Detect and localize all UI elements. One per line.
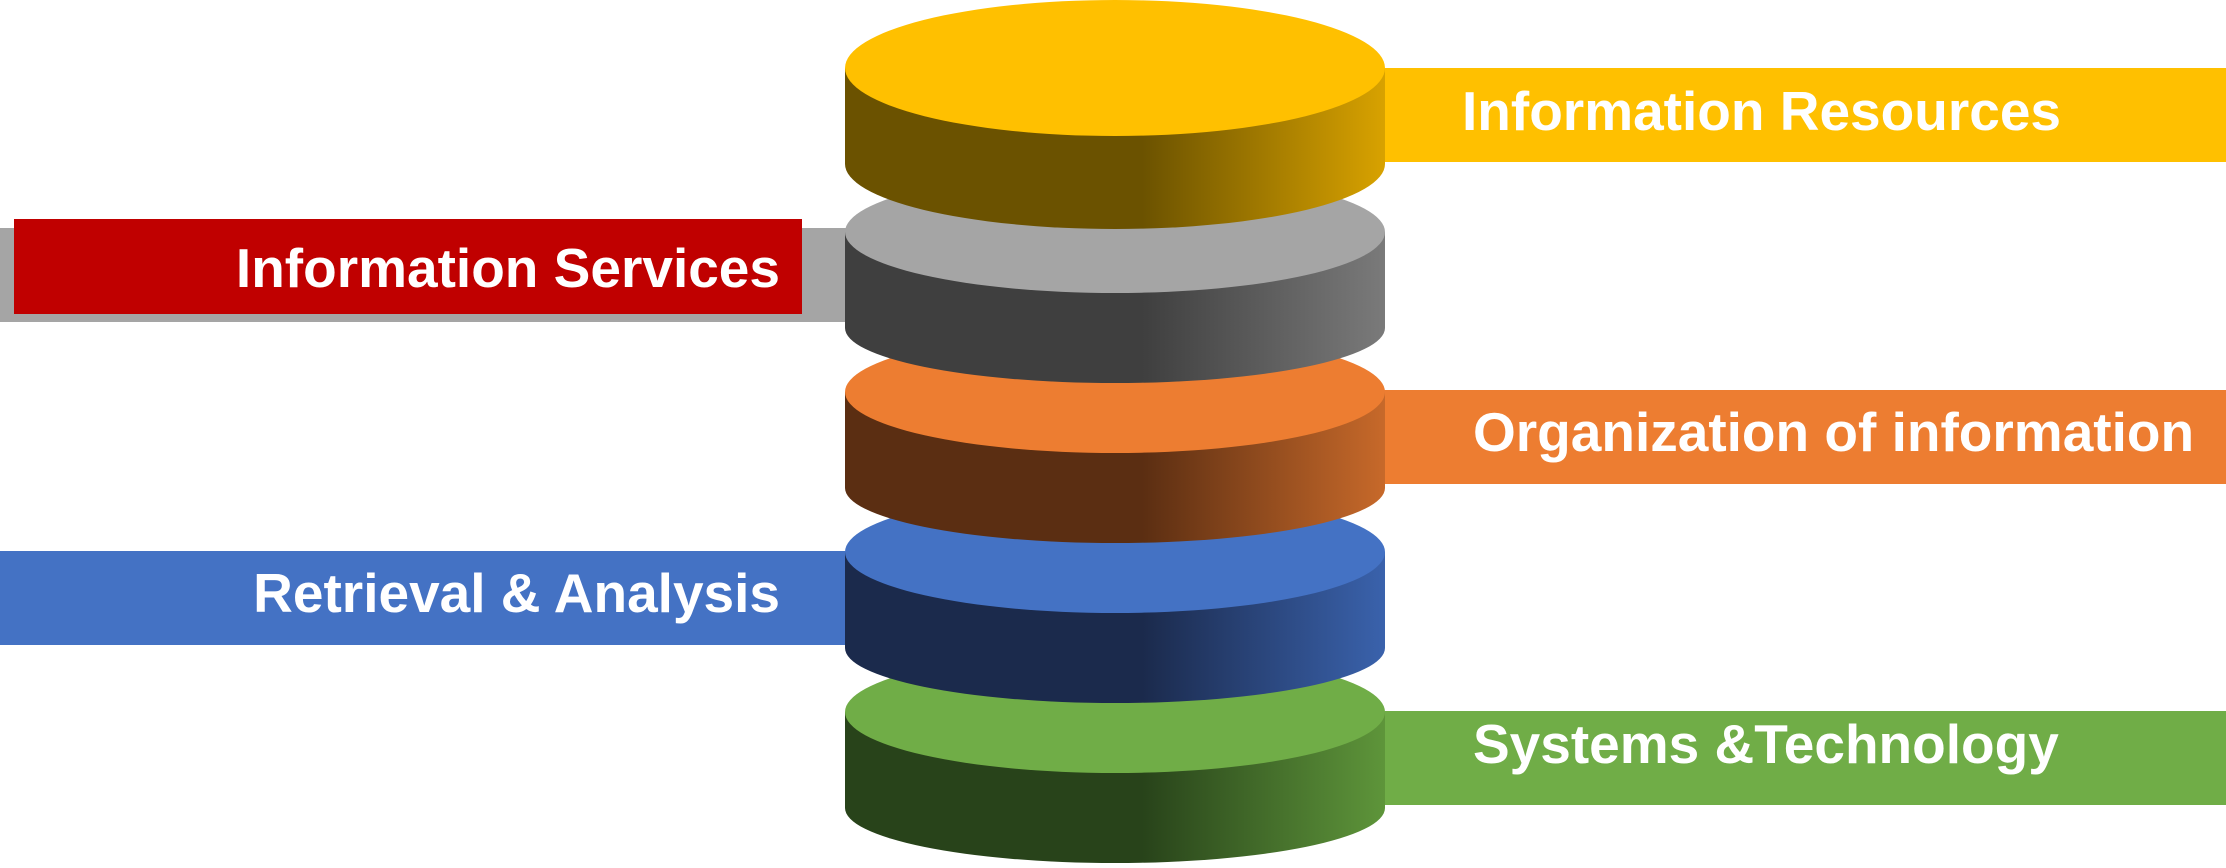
label-information-services: Information Services bbox=[236, 237, 780, 299]
systems-technology-bar bbox=[1360, 711, 2226, 805]
layer-labels: Information Resources Information Servic… bbox=[236, 80, 2194, 775]
label-retrieval-analysis: Retrieval & Analysis bbox=[253, 562, 780, 624]
disk-top bbox=[845, 0, 1385, 136]
organization-of-information-bar bbox=[1360, 390, 2226, 484]
disk-information-resources bbox=[845, 0, 1385, 229]
information-resources-bar bbox=[1360, 68, 2226, 162]
cylinder-stack bbox=[845, 0, 1385, 863]
retrieval-analysis-bar bbox=[0, 551, 900, 645]
label-organization-of-information: Organization of information bbox=[1473, 401, 2194, 463]
label-information-resources: Information Resources bbox=[1462, 80, 2061, 142]
label-bars bbox=[0, 68, 2226, 805]
label-systems-technology: Systems &Technology bbox=[1473, 713, 2059, 775]
information-services-bar bbox=[14, 219, 802, 314]
